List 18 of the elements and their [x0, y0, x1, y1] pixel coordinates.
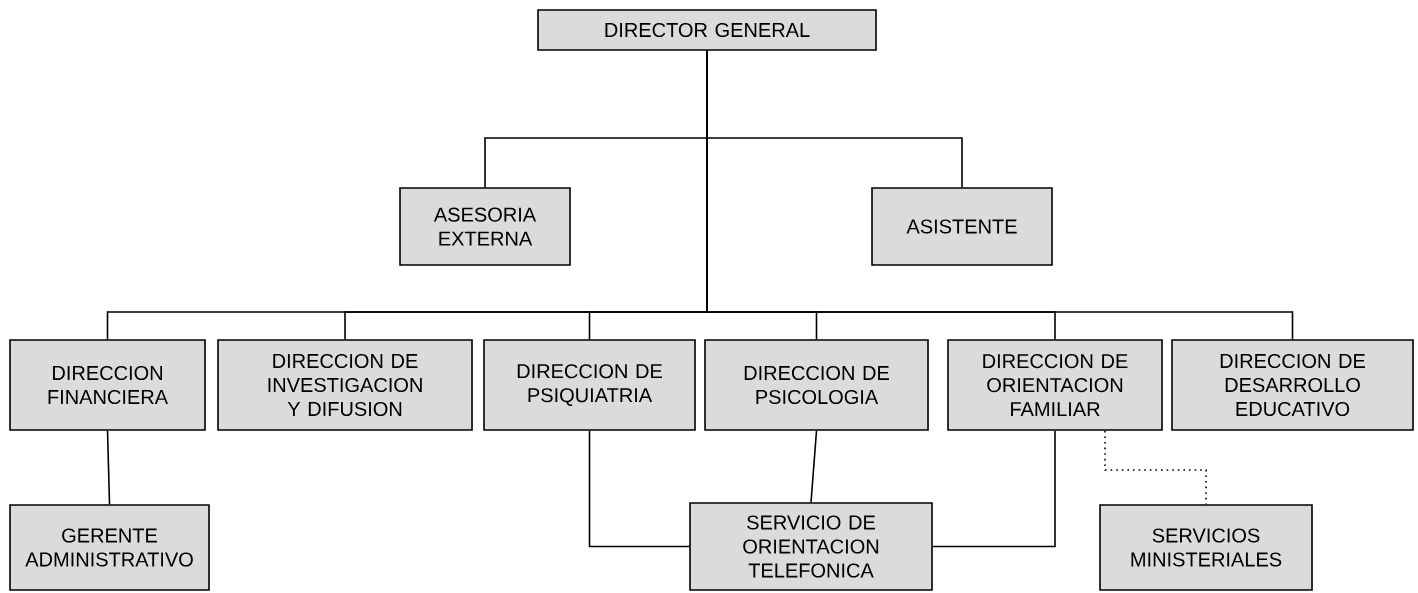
connector-line	[810, 430, 818, 503]
org-box: DIRECTOR GENERAL	[537, 9, 877, 51]
connector-line	[106, 430, 111, 505]
org-box: DIRECCION DE INVESTIGACION Y DIFUSION	[217, 339, 473, 431]
org-box: DIRECCION DE DESARROLLO EDUCATIVO	[1171, 339, 1414, 431]
org-box: ASESORIA EXTERNA	[399, 187, 571, 266]
org-box: GERENTE ADMINISTRATIVO	[9, 504, 210, 591]
org-box: DIRECCION FINANCIERA	[9, 339, 206, 431]
org-box: DIRECCION DE PSICOLOGIA	[704, 339, 929, 431]
org-box: DIRECCION DE PSIQUIATRIA	[483, 339, 696, 431]
org-box: DIRECCION DE ORIENTACION FAMILIAR	[947, 339, 1163, 431]
connector-line	[932, 430, 1056, 548]
org-box: SERVICIO DE ORIENTACION TELEFONICA	[689, 502, 933, 591]
connector-line	[706, 50, 1294, 340]
connector-line	[588, 430, 690, 548]
org-box: SERVICIOS MINISTERIALES	[1099, 504, 1313, 591]
org-box: ASISTENTE	[871, 187, 1053, 266]
connector-line	[1104, 430, 1207, 505]
